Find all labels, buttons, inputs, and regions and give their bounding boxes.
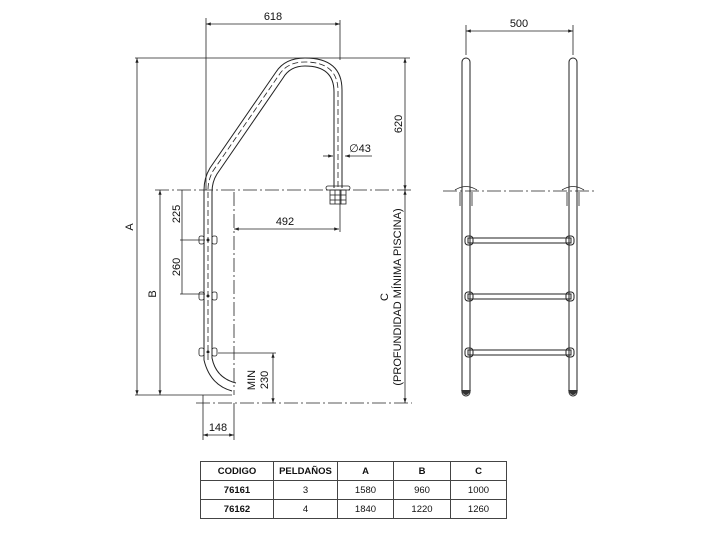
cell-b: 1220	[393, 499, 451, 519]
anchor-escutcheon	[325, 185, 351, 205]
table-row: 76161 3 1580 960 1000	[200, 480, 507, 500]
cell-c: 1000	[450, 480, 507, 500]
handrail-tube	[203, 57, 343, 392]
dimensions-table: CODIGO PELDAÑOS A B C 76161 3 1580 960 1…	[200, 461, 507, 519]
dim-min-label: MIN	[246, 370, 258, 390]
label-c-note: (PROFUNDIDAD MÍNIMA PISCINA)	[391, 208, 404, 385]
header-b: B	[393, 461, 451, 481]
dim-618: 618	[264, 11, 282, 23]
cell-codigo: 76162	[200, 499, 274, 519]
dim-500: 500	[510, 18, 528, 30]
right-rail	[568, 57, 578, 397]
cell-codigo: 76161	[200, 480, 274, 500]
left-rail	[461, 57, 471, 397]
dim-225: 225	[171, 205, 183, 223]
side-view: 618 A B 620 C (PROFUNDIDAD MÍNIMA PISCIN…	[124, 11, 412, 440]
table-row: 76162 4 1840 1220 1260	[200, 499, 507, 519]
header-a: A	[337, 461, 394, 481]
cell-peldanos: 3	[273, 480, 338, 500]
dim-148: 148	[209, 422, 227, 434]
header-codigo: CODIGO	[200, 461, 274, 481]
header-peldanos: PELDAÑOS	[273, 461, 338, 481]
dim-230: 230	[259, 371, 271, 389]
dim-620: 620	[393, 115, 405, 133]
dim-260: 260	[171, 258, 183, 276]
front-view: 500	[443, 18, 594, 397]
table-header-row: CODIGO PELDAÑOS A B C	[200, 461, 507, 481]
cell-a: 1840	[337, 499, 394, 519]
cell-b: 960	[393, 480, 451, 500]
header-c: C	[450, 461, 507, 481]
label-c: C	[379, 293, 391, 301]
dim-diameter-43: ∅43	[349, 143, 371, 155]
label-b: B	[147, 290, 159, 297]
label-a: A	[124, 223, 136, 231]
rungs	[464, 235, 575, 358]
cell-peldanos: 4	[273, 499, 338, 519]
cell-a: 1580	[337, 480, 394, 500]
dim-492: 492	[276, 216, 294, 228]
step-brackets	[198, 235, 218, 357]
cell-c: 1260	[450, 499, 507, 519]
